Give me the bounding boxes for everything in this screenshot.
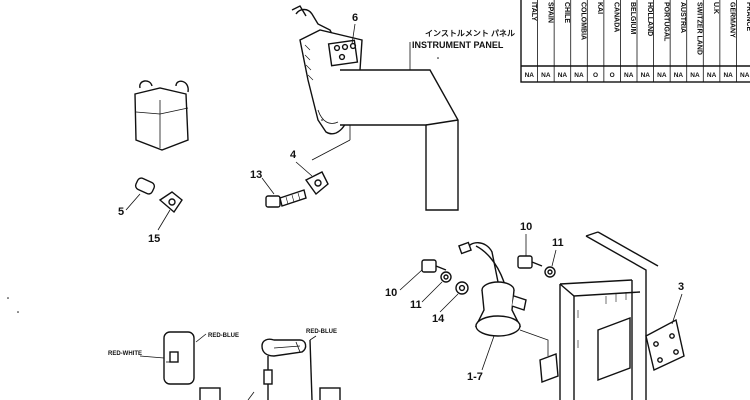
availability-belgium: NA xyxy=(624,72,634,79)
washer-14 xyxy=(455,281,469,295)
callout-4-leader xyxy=(295,161,313,177)
country-name-switzer-land: SWITZER LAND xyxy=(696,2,703,55)
bolt-10-left xyxy=(421,259,437,273)
callout-15: 15 xyxy=(148,233,160,245)
country-name-chile: CHILE xyxy=(563,2,570,23)
panel-english-label: INSTRUMENT PANEL xyxy=(412,40,504,50)
callout-11-top: 11 xyxy=(552,237,564,249)
relay-body xyxy=(134,87,189,151)
country-name-italy: ITALY xyxy=(530,2,537,21)
wire-label-red-blue-2: RED-BLUE xyxy=(306,329,337,335)
column-curve xyxy=(317,109,339,124)
frame-right-post xyxy=(585,235,647,400)
switch-dot-3 xyxy=(349,42,357,50)
availability-germany: NA xyxy=(723,72,733,79)
relay-assembly: 5 15 xyxy=(118,80,189,245)
console-box xyxy=(340,69,459,211)
country-name-kai: KAI xyxy=(596,2,603,14)
country-name-spain: SPAIN xyxy=(546,2,553,23)
frame-stub xyxy=(539,353,559,383)
callout-10-left: 10 xyxy=(385,287,397,299)
panel-japanese-label: インストルメント パネル xyxy=(425,28,515,38)
availability-france: NA xyxy=(740,72,750,79)
relay-tab-left xyxy=(139,80,153,89)
country-name-germany: GERMANY xyxy=(729,2,736,38)
callout-6: 6 xyxy=(352,12,358,24)
bracket-3 xyxy=(645,318,685,371)
availability-chile: NA xyxy=(558,72,568,79)
callout-6-leader xyxy=(351,23,356,45)
country-name-holland: HOLLAND xyxy=(646,2,653,36)
callout-5: 5 xyxy=(118,206,124,218)
availability-italy: NA xyxy=(525,72,535,79)
switch-dot-1 xyxy=(333,44,341,52)
availability-switzer-land: NA xyxy=(690,72,700,79)
relay-circuit-left xyxy=(163,331,195,385)
callout-3-leader xyxy=(671,293,683,325)
horn-connector xyxy=(458,241,472,255)
country-table: ITALY NA SPAIN NA CHILE NA COLOMBIA NA KAI O CANAD… xyxy=(520,0,750,83)
callout-14: 14 xyxy=(432,313,445,325)
frame-plate xyxy=(597,316,631,382)
washer-11-right xyxy=(544,266,556,278)
availability-u-k: NA xyxy=(707,72,717,79)
callout-15-leader xyxy=(157,209,171,231)
callout-11-top-leader xyxy=(551,249,557,267)
callout-13-leader xyxy=(261,177,275,195)
horn-assembly: 10 11 10 11 14 1-7 xyxy=(385,221,564,383)
availability-kai: O xyxy=(593,72,598,79)
bolt-bracket: 13 4 xyxy=(250,149,329,208)
lever-knob xyxy=(291,5,307,17)
part-15 xyxy=(158,191,183,214)
country-name-belgium: BELGIUM xyxy=(629,2,636,34)
switch-dot-4 xyxy=(338,53,346,61)
availability-portugal: NA xyxy=(657,72,667,79)
country-name-u-k: U.K xyxy=(712,2,719,14)
availability-spain: NA xyxy=(541,72,551,79)
availability-canada: O xyxy=(610,72,615,79)
bolt-10-right xyxy=(517,255,533,269)
callout-1-7: 1-7 xyxy=(467,371,483,383)
frame-top-bar xyxy=(559,279,633,285)
availability-holland: NA xyxy=(641,72,651,79)
callout-11-left-leader xyxy=(421,281,443,303)
callout-5-leader xyxy=(125,193,141,211)
availability-colombia: NA xyxy=(574,72,584,79)
horn-bell xyxy=(475,315,521,337)
horn-wire-2 xyxy=(475,245,505,283)
callout-13: 13 xyxy=(250,169,262,181)
country-name-colombia: COLOMBIA xyxy=(580,2,587,40)
callout-11-left: 11 xyxy=(410,299,422,311)
callout-10-top: 10 xyxy=(520,221,532,233)
mounting-frame: 3 xyxy=(519,231,685,400)
part-5 xyxy=(134,177,156,195)
country-name-austria: AUSTRIA xyxy=(679,2,686,33)
lever-top xyxy=(295,8,335,39)
instrument-panel: インストルメント パネル INSTRUMENT PANEL 6 xyxy=(291,5,515,211)
bracket-4 xyxy=(304,171,329,196)
washer-11-left xyxy=(440,271,452,283)
wire-label-red-white: RED-WHITE xyxy=(108,351,142,357)
callout-1-7-leader xyxy=(481,335,495,371)
callout-4: 4 xyxy=(290,149,297,161)
horn-circuit-top xyxy=(261,338,307,357)
country-name-canada: CANADA xyxy=(613,2,620,32)
country-name-france: FRANCE xyxy=(745,2,750,31)
wiring-schematic: RED-WHITE RED-BLUE RED-BLUE xyxy=(108,329,341,400)
bolt-13-head xyxy=(265,195,281,208)
availability-austria: NA xyxy=(674,72,684,79)
switch-dot-2 xyxy=(341,43,349,51)
fuse-symbol xyxy=(263,369,273,385)
wire-label-red-blue-1: RED-BLUE xyxy=(208,333,239,339)
country-name-portugal: PORTUGAL xyxy=(662,2,669,42)
callout-10-left-leader xyxy=(399,269,423,291)
relay-tab-right xyxy=(175,80,189,93)
callout-3: 3 xyxy=(678,281,684,293)
callout-14-leader xyxy=(439,293,459,313)
horn-mount xyxy=(511,295,527,311)
